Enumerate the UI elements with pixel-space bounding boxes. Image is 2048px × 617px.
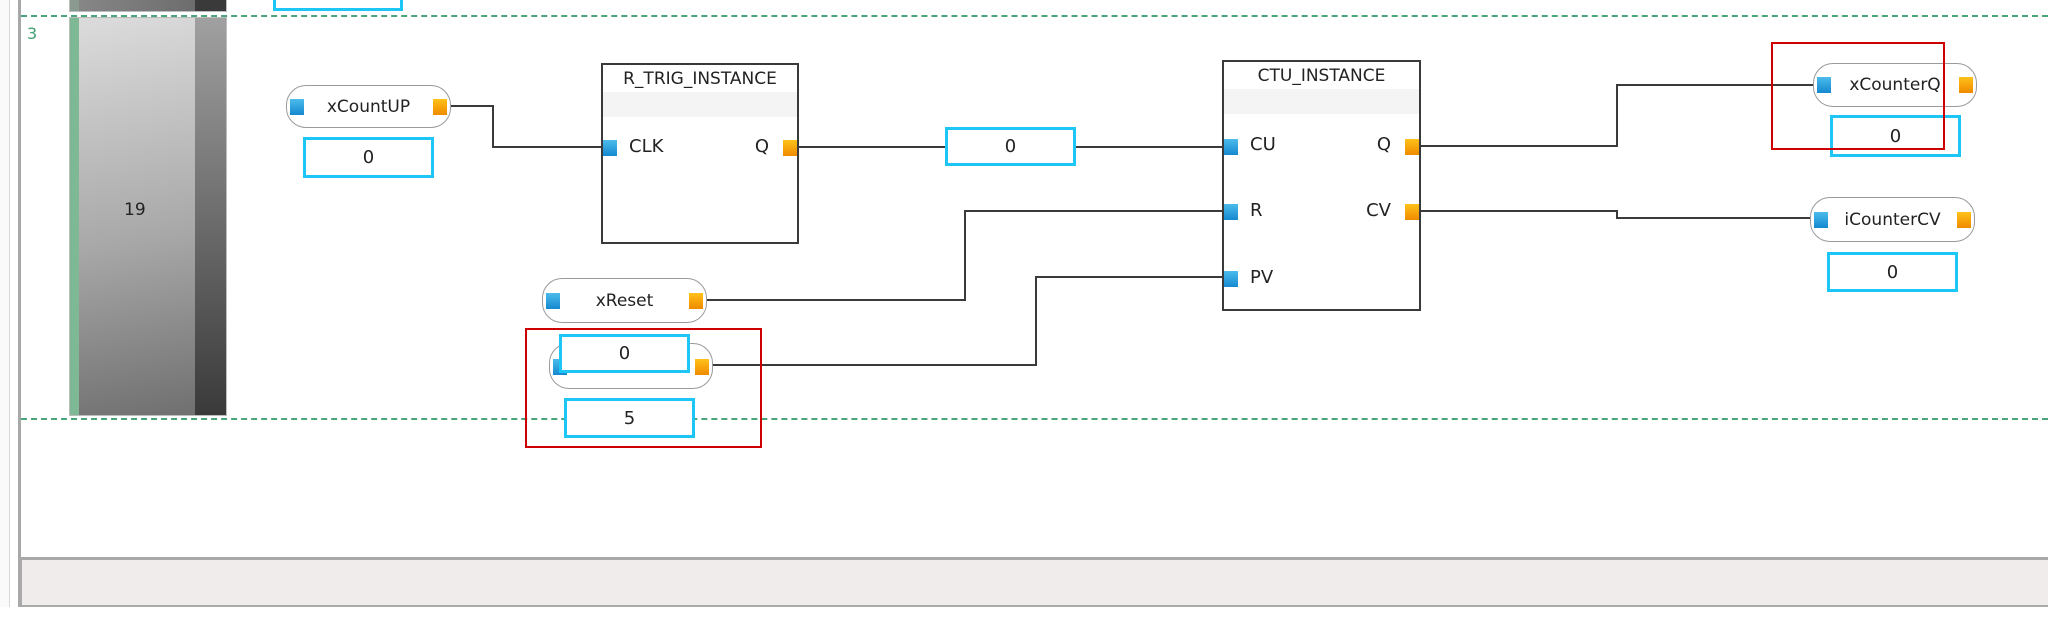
- output-port-icon: [1959, 77, 1973, 93]
- wire-xcountup-clk: [492, 105, 494, 148]
- live-value-xcounterq: 0: [1830, 115, 1961, 157]
- pin-label-q: Q: [754, 136, 769, 157]
- rung-separator-bottom: [21, 418, 2048, 420]
- wire-ctu-q-xcounterq: [1616, 84, 1618, 147]
- output-port-icon[interactable]: [1405, 139, 1419, 155]
- wire-pv: [1035, 276, 1222, 278]
- output-variable-xcounterq[interactable]: xCounterQ: [1813, 63, 1977, 107]
- wire-ctu-q-xcounterq: [1616, 84, 1813, 86]
- output-port-icon[interactable]: [433, 99, 447, 115]
- variable-name: xCountUP: [326, 96, 411, 117]
- previous-rung-value-box[interactable]: [273, 0, 403, 11]
- live-value-icountercv: 0: [1827, 252, 1958, 292]
- rung-bar-shade: [195, 18, 226, 415]
- highlight-box-xcounterq: [1771, 42, 1945, 150]
- pin-label-cu: CU: [1250, 134, 1276, 155]
- rung-status-stripe: [70, 18, 79, 415]
- rung-bar-label: 19: [124, 200, 146, 220]
- function-block-ctu[interactable]: CTU_INSTANCE CU R PV Q CV: [1222, 60, 1421, 311]
- pin-label-pv: PV: [1250, 267, 1274, 288]
- pv-inline-value-editor[interactable]: 0: [559, 334, 690, 373]
- live-value-pv: 5: [564, 398, 695, 438]
- live-value-xcountup: 0: [303, 137, 434, 178]
- output-port-icon[interactable]: [783, 140, 797, 156]
- output-port-icon[interactable]: [689, 293, 703, 309]
- wire-ctu-cv-icountercv: [1616, 210, 1618, 219]
- rung-selection-bar[interactable]: [69, 17, 227, 416]
- wire-pv: [1035, 276, 1037, 366]
- input-port-icon[interactable]: [1224, 139, 1238, 155]
- block-title: CTU_INSTANCE: [1257, 66, 1386, 86]
- wire-xreset-r: [707, 299, 966, 301]
- input-port-icon[interactable]: [603, 140, 617, 156]
- input-port-icon: [546, 293, 560, 309]
- previous-rung-bar[interactable]: [69, 0, 227, 12]
- output-port-icon[interactable]: [1405, 204, 1419, 220]
- output-port-icon[interactable]: [695, 359, 709, 375]
- rung-number: 3: [27, 24, 38, 43]
- pin-label-r: R: [1250, 200, 1263, 221]
- wire-ctu-cv-icountercv: [1420, 210, 1618, 212]
- highlight-box-pv: [525, 328, 762, 448]
- wire-xcountup-clk: [451, 105, 494, 107]
- input-port-icon[interactable]: [1814, 212, 1828, 228]
- horizontal-scrollbar-area[interactable]: [19, 557, 2048, 607]
- function-block-rtrig[interactable]: R_TRIG_INSTANCE CLK Q: [601, 63, 799, 244]
- wire-xreset-r: [964, 210, 966, 301]
- rung-separator-top: [21, 15, 2048, 17]
- pin-label-clk: CLK: [629, 136, 664, 157]
- wire-pv: [712, 364, 1037, 366]
- left-panel-strip: [0, 0, 10, 607]
- output-variable-icountercv[interactable]: iCounterCV: [1810, 197, 1975, 242]
- block-header: [1224, 62, 1419, 114]
- input-port-icon[interactable]: [1224, 271, 1238, 287]
- input-variable-xcountup[interactable]: xCountUP: [286, 85, 451, 128]
- input-port-icon: [290, 99, 304, 115]
- editor-left-border: [18, 0, 21, 607]
- variable-name: xCounterQ: [1849, 75, 1941, 95]
- variable-name: iCounterCV: [1844, 209, 1941, 230]
- wire-xcountup-clk: [492, 146, 602, 148]
- block-title: R_TRIG_INSTANCE: [623, 69, 777, 89]
- live-value-rtrig-q: 0: [945, 127, 1076, 166]
- input-port-icon[interactable]: [1817, 77, 1831, 93]
- wire-xreset-r: [964, 210, 1222, 212]
- output-port-icon: [1957, 212, 1971, 228]
- variable-name: xReset: [595, 290, 654, 311]
- input-variable-xreset[interactable]: xReset: [542, 278, 707, 323]
- pin-label-cv: CV: [1366, 200, 1391, 221]
- input-port-icon[interactable]: [1224, 204, 1238, 220]
- pin-label-q: Q: [1376, 134, 1391, 155]
- block-header: [603, 65, 797, 117]
- wire-ctu-q-xcounterq: [1420, 145, 1618, 147]
- wire-ctu-cv-icountercv: [1616, 217, 1810, 219]
